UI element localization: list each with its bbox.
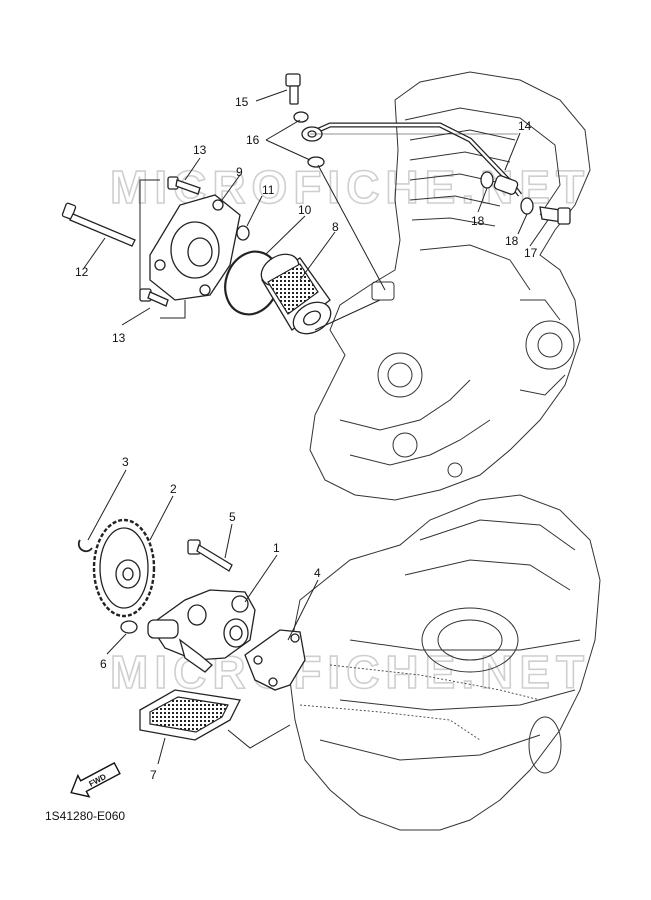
callout-10: 10 [298,203,312,217]
lower-crankcase-outline [289,494,601,831]
callout-3: 3 [122,455,129,469]
part-8-oil-filter[interactable] [256,248,337,340]
part-7-strainer[interactable] [139,689,241,741]
fwd-arrow: FWD [70,762,121,798]
callout-7: 7 [150,768,157,782]
callout-8: 8 [332,220,339,234]
callout-1: 1 [273,541,280,555]
part-9-filter-cover[interactable] [149,194,241,301]
callout-17: 17 [524,246,538,260]
callout-2: 2 [170,482,177,496]
callout-16: 16 [246,133,260,147]
callout-18-left: 18 [471,214,485,228]
callout-4: 4 [314,566,321,580]
part-5-bolt[interactable] [187,539,233,572]
part-6-dowel[interactable] [120,620,138,634]
callout-6: 6 [100,657,107,671]
callout-9: 9 [236,165,243,179]
callout-14: 14 [518,119,532,133]
part-17-bolt[interactable] [539,206,571,225]
callout-13-lower: 13 [112,331,126,345]
part-13-upper-bolt[interactable] [167,176,201,195]
callout-12: 12 [75,265,89,279]
callout-15: 15 [235,95,249,109]
part-1-oil-pump[interactable] [147,589,256,673]
callout-13-upper: 13 [193,143,207,157]
part-2-gear[interactable] [92,518,156,618]
diagram-code: 1S41280-E060 [45,809,125,823]
part-16-gasket-top[interactable] [293,111,309,123]
callout-5: 5 [229,510,236,524]
leader-lines [83,89,549,765]
part-18-gasket-right[interactable] [520,197,534,215]
callout-labels: 1 2 3 4 5 6 7 8 9 10 11 12 13 13 14 15 1… [75,95,538,782]
upper-crankcase-outline [309,71,591,501]
part-4-gasket[interactable] [244,629,306,691]
callout-11: 11 [262,183,275,197]
part-12-bolt[interactable] [61,202,136,247]
part-3-circlip[interactable] [77,539,93,553]
part-18-gasket-left[interactable] [480,171,494,189]
part-11-o-ring[interactable] [236,225,250,241]
part-16-gasket-bottom[interactable] [307,156,325,168]
part-15-union-bolt[interactable] [285,73,301,105]
callout-18-right: 18 [505,234,519,248]
part-14-oil-pipe[interactable] [301,122,522,197]
